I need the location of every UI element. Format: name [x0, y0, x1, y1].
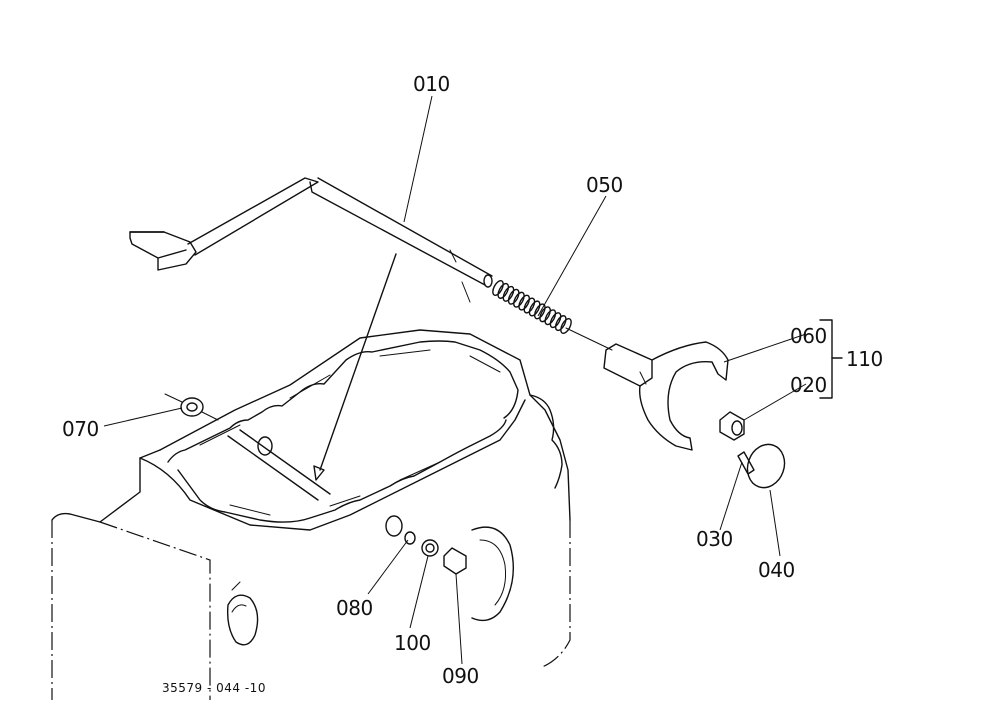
- label-070: 070: [62, 417, 99, 441]
- spring-coil: [560, 317, 572, 335]
- spring-coil: [544, 309, 557, 326]
- shift-fork-060: [565, 327, 729, 451]
- spring-coil: [528, 300, 541, 317]
- pin-030: [737, 451, 755, 475]
- spring-coil: [518, 294, 531, 311]
- label-060: 060: [790, 324, 827, 348]
- label-020: 020: [790, 373, 827, 397]
- spring-coil: [492, 279, 504, 297]
- label-110: 110: [846, 347, 883, 371]
- collar-020: [719, 411, 745, 441]
- leader-lines: [103, 95, 807, 665]
- label-080: 080: [336, 596, 373, 620]
- label-030: 030: [696, 527, 733, 551]
- bushing-070: [164, 393, 219, 421]
- spring-coil: [507, 288, 520, 305]
- assembly-bracket-110: [819, 319, 843, 399]
- spring-coil: [539, 306, 551, 323]
- spring-coil: [502, 285, 515, 302]
- assembly-arrow: [313, 253, 397, 481]
- spring-coil: [513, 291, 525, 308]
- part-labels: 010 050 060 110 020 070 030 040 080 100 …: [62, 72, 883, 695]
- shift-lever-010: [129, 177, 493, 303]
- spring-coil: [523, 297, 536, 314]
- spring-050: [492, 279, 572, 335]
- spring-coil: [497, 282, 510, 299]
- spring-coil: [549, 312, 562, 329]
- plug-assembly: [385, 515, 467, 575]
- spring-coil: [554, 315, 567, 332]
- label-090: 090: [442, 664, 479, 688]
- ring-040: [746, 443, 786, 489]
- label-010: 010: [413, 72, 450, 96]
- label-100: 100: [394, 631, 431, 655]
- label-040: 040: [758, 558, 795, 582]
- transmission-case: [51, 329, 571, 700]
- drawing-number: 35579 - 044 -10: [162, 681, 266, 695]
- spring-coil: [533, 303, 546, 320]
- label-050: 050: [586, 173, 623, 197]
